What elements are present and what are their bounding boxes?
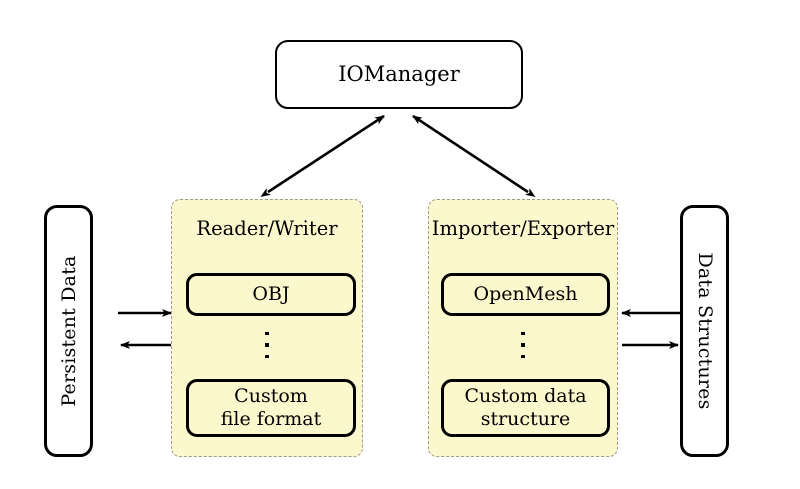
ellipsis-dot: [265, 343, 269, 347]
node-persistent-data[interactable]: Persistent Data: [44, 205, 93, 457]
node-persistent-data-label: Persistent Data: [57, 255, 80, 407]
group-importer-exporter: Importer/Exporter OpenMesh Custom data s…: [428, 199, 618, 457]
group-reader-writer-title: Reader/Writer: [196, 217, 338, 240]
connector-iomanager-reader-writer: [260, 114, 385, 197]
ellipsis-reader-writer: [172, 332, 362, 359]
module-custom-file-format[interactable]: Custom file format: [186, 379, 356, 437]
ellipsis-dot: [265, 354, 269, 359]
node-iomanager-label: IOManager: [338, 62, 460, 87]
node-iomanager[interactable]: IOManager: [275, 40, 523, 109]
module-label-line2: file format: [220, 408, 322, 430]
node-data-structures[interactable]: Data Structures: [680, 205, 729, 457]
module-label-line1: Custom: [234, 384, 308, 407]
module-openmesh-label: OpenMesh: [473, 282, 578, 305]
group-reader-writer: Reader/Writer OBJ Custom file format: [171, 199, 363, 457]
module-openmesh[interactable]: OpenMesh: [441, 273, 610, 316]
module-custom-file-format-label: Custom file format: [221, 385, 322, 431]
module-obj[interactable]: OBJ: [186, 273, 356, 316]
ellipsis-dot: [265, 332, 269, 336]
module-custom-data-structure-label: Custom data structure: [464, 385, 586, 431]
module-label-line2: structure: [480, 408, 571, 430]
connector-iomanager-importer-exporter: [412, 114, 536, 197]
node-data-structures-label: Data Structures: [693, 252, 716, 410]
ellipsis-dot: [521, 332, 525, 336]
ellipsis-dot: [521, 354, 525, 359]
ellipsis-dot: [521, 343, 525, 347]
module-obj-label: OBJ: [252, 282, 290, 305]
module-label-line1: Custom data: [464, 384, 587, 407]
ellipsis-importer-exporter: [429, 332, 617, 359]
group-importer-exporter-title: Importer/Exporter: [431, 217, 615, 240]
module-custom-data-structure[interactable]: Custom data structure: [441, 379, 610, 437]
